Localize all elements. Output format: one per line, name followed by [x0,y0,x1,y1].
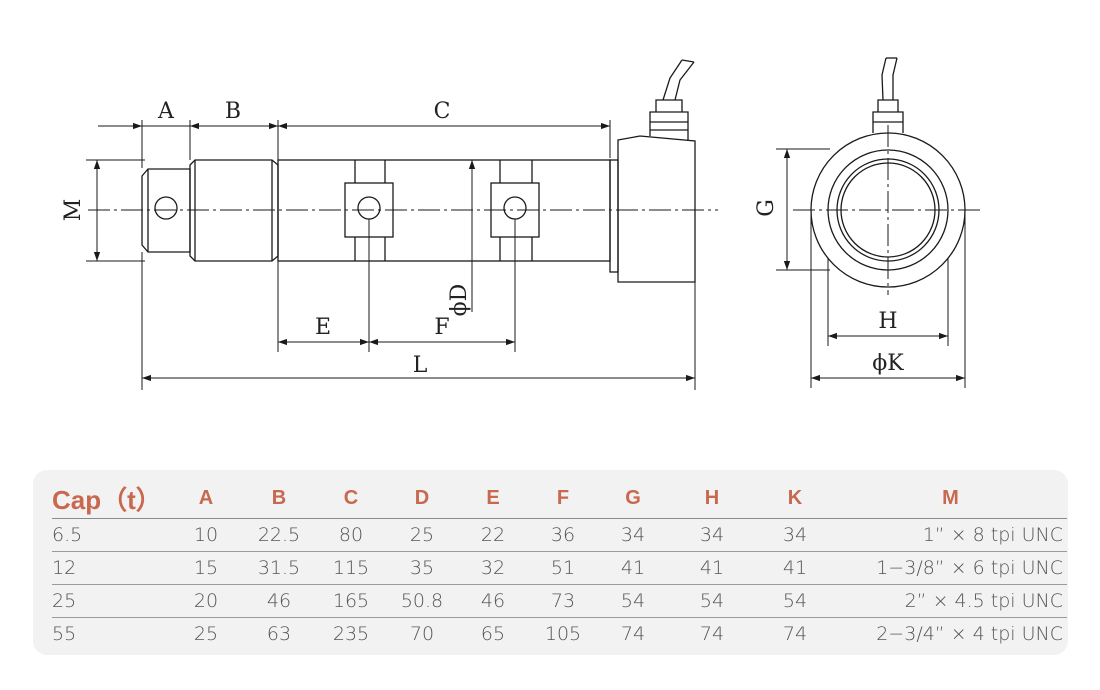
table-cell: 74 [782,623,808,645]
end-hole [154,196,178,220]
dim-label-m: M [61,199,86,222]
table-cell: 31.5 [242,551,316,585]
table-cell: 46 [458,584,528,618]
spec-table: Cap（t） A B C D E F G H K M 6.5 10 22.5 8… [52,478,1067,650]
end-view-dimension-labels: G H ϕK [754,199,904,376]
side-view-dimension-labels: A B C M ϕD E F L [61,99,472,378]
table-cell: 63 [266,623,292,645]
column-header-d: D [386,478,458,519]
end-view [793,57,983,295]
table-cell: 51 [528,551,598,585]
table-cell: 46 [242,584,316,618]
pin-hole-2 [503,196,527,220]
table-cell: 50.8 [386,584,458,618]
table-cell: 10 [170,518,242,552]
column-header-c: C [316,478,386,519]
side-view-dimensions [86,120,696,390]
end-view-dimensions [776,148,966,388]
table-cell: 2−3/4” × 4 tpi UNC [876,623,1063,645]
table-cell: 1−3/8” × 6 tpi UNC [834,551,1067,585]
table-cell: 35 [386,551,458,585]
dim-label-g: G [754,199,779,217]
table-cell: 41 [668,551,756,585]
table-cell: 25 [193,623,219,645]
dim-label-k: ϕK [872,351,904,376]
pin-hole-1 [357,196,381,220]
table-cell: 235 [332,623,370,645]
column-header-f: F [528,478,598,519]
dim-label-f: F [434,315,449,340]
table-cell: 22 [458,518,528,552]
table-cell: 73 [528,584,598,618]
load-cell-drawing: A B C M ϕD E F L G H ϕK [61,57,983,390]
dim-label-b: B [225,99,241,124]
table-cell: 165 [316,584,386,618]
column-header-m: M [834,478,1067,519]
table-cell: 54 [598,584,668,618]
dim-label-e: E [315,315,331,340]
dim-label-a: A [157,99,175,124]
table-cell: 34 [668,518,756,552]
table-cell: 41 [756,551,834,585]
table-cell: 55 [52,623,77,645]
table-cell: 34 [598,518,668,552]
table-row: 6.5 10 22.5 80 25 22 36 34 34 34 1” × 8 … [52,518,1067,552]
column-header-e: E [458,478,528,519]
column-header-k: K [756,478,834,519]
table-cell: 6.5 [52,518,170,552]
table-cell: 25 [52,584,170,618]
table-cell: 32 [458,551,528,585]
table-row: 25 20 46 165 50.8 46 73 54 54 54 2” × 4.… [52,584,1067,618]
table-cell: 105 [544,623,582,645]
table-cell: 70 [409,623,435,645]
dim-label-h: H [878,309,897,334]
table-cell: 54 [668,584,756,618]
table-cell: 2” × 4.5 tpi UNC [834,584,1067,618]
table-row: 12 15 31.5 115 35 32 51 41 41 41 1−3/8” … [52,551,1067,585]
table-cell: 1” × 8 tpi UNC [834,518,1067,552]
column-header-g: G [598,478,668,519]
dim-label-d: ϕD [447,284,472,317]
table-cell: 12 [52,551,170,585]
table-cell: 20 [170,584,242,618]
table-cell: 65 [480,623,506,645]
side-view [88,59,718,283]
dim-label-c: C [434,99,451,124]
table-cell: 80 [316,518,386,552]
table-cell: 74 [620,623,646,645]
column-header-cap: Cap（t） [52,478,170,519]
column-header-b: B [242,478,316,519]
table-row: 55 25 63 235 70 65 105 74 74 74 2−3/4” ×… [52,618,1067,651]
column-header-h: H [668,478,756,519]
table-cell: 22.5 [242,518,316,552]
table-cell: 41 [598,551,668,585]
column-header-a: A [170,478,242,519]
table-cell: 36 [528,518,598,552]
table-cell: 34 [756,518,834,552]
spec-table-header: Cap（t） A B C D E F G H K M [52,478,1067,519]
table-cell: 54 [756,584,834,618]
table-cell: 115 [316,551,386,585]
table-cell: 74 [699,623,725,645]
table-cell: 25 [386,518,458,552]
dim-label-l: L [413,353,428,378]
table-cell: 15 [170,551,242,585]
